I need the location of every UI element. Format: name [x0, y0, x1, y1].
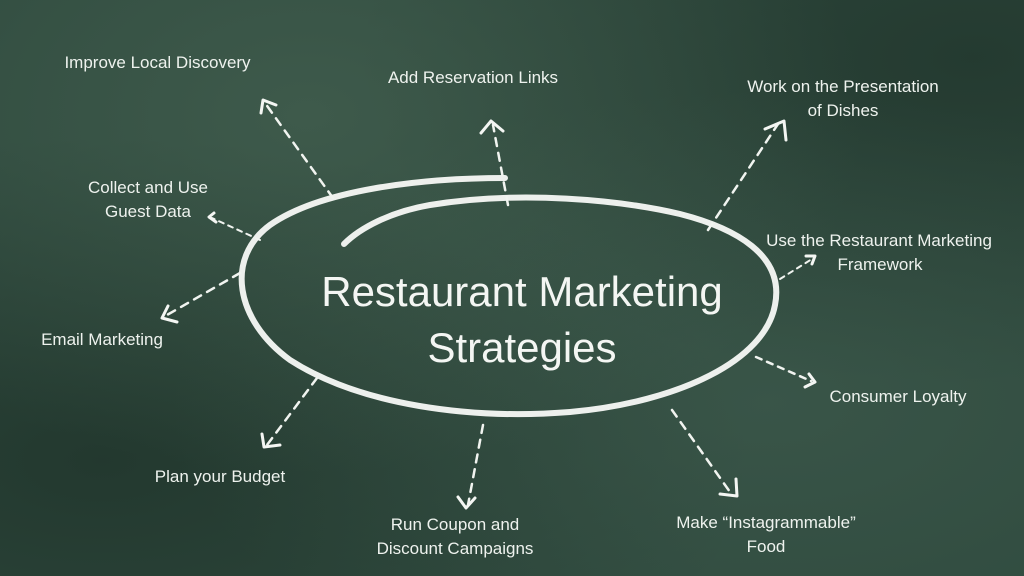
arrowhead-collect-guest-data: [207, 211, 218, 224]
arrow-add-reservation-links: [491, 123, 510, 207]
arrow-consumer-loyalty: [754, 355, 813, 383]
arrowhead-improve-local-discovery: [259, 98, 278, 115]
branch-instagrammable-food: Make “Instagrammable” Food: [648, 511, 884, 559]
central-topic: Restaurant Marketing Strategies: [262, 264, 782, 376]
branch-label-line: Discount Campaigns: [376, 539, 534, 558]
branch-label-line: Run Coupon and: [390, 515, 520, 534]
central-topic-line-1: Restaurant Marketing: [321, 268, 723, 315]
arrowhead-add-reservation-links: [479, 119, 505, 135]
branch-label-line: Add Reservation Links: [387, 68, 559, 87]
arrow-presentation-of-dishes: [706, 122, 780, 232]
branch-label-line: Guest Data: [105, 202, 191, 221]
branch-label-line: Consumer Loyalty: [829, 387, 967, 406]
branch-label-line: Use the Restaurant Marketing: [766, 231, 992, 250]
branch-label-line: Collect and Use: [87, 178, 208, 197]
branch-label-line: Email Marketing: [41, 330, 163, 349]
arrow-improve-local-discovery: [263, 101, 335, 200]
arrowhead-presentation-of-dishes: [763, 119, 788, 142]
branch-label-line: Plan your Budget: [154, 467, 286, 486]
branch-label-line: of Dishes: [807, 101, 879, 120]
branch-marketing-framework: Use the Restaurant Marketing Framework: [742, 229, 1016, 277]
branch-add-reservation-links: Add Reservation Links: [362, 66, 584, 90]
branch-improve-local-discovery: Improve Local Discovery: [40, 51, 275, 75]
chalk-oval: [238, 175, 780, 418]
branch-consumer-loyalty: Consumer Loyalty: [812, 385, 984, 409]
arrow-marketing-framework: [779, 258, 813, 280]
branch-presentation-of-dishes: Work on the Presentation of Dishes: [720, 75, 966, 123]
arrowhead-consumer-loyalty: [803, 372, 817, 389]
branch-label-line: Food: [746, 537, 786, 556]
branch-plan-budget: Plan your Budget: [136, 465, 304, 489]
arrowhead-coupon-campaigns: [456, 495, 477, 510]
branch-label-line: Framework: [837, 255, 923, 274]
branch-label-line: Work on the Presentation: [747, 77, 939, 96]
arrow-email-marketing: [165, 271, 242, 317]
arrow-collect-guest-data: [211, 217, 261, 241]
branch-label-line: Improve Local Discovery: [64, 53, 251, 72]
central-topic-line-2: Strategies: [427, 324, 617, 371]
arrow-instagrammable-food: [670, 408, 732, 494]
arrow-coupon-campaigns: [466, 423, 485, 507]
branch-coupon-campaigns: Run Coupon and Discount Campaigns: [350, 513, 560, 561]
arrowhead-plan-budget: [260, 432, 282, 449]
arrowhead-email-marketing: [160, 304, 179, 324]
branch-email-marketing: Email Marketing: [22, 328, 182, 352]
branch-label-line: Make “Instagrammable”: [676, 513, 856, 532]
arrowhead-marketing-framework: [804, 254, 817, 266]
branch-collect-guest-data: Collect and Use Guest Data: [68, 176, 228, 224]
arrowhead-instagrammable-food: [718, 477, 739, 498]
arrow-plan-budget: [265, 376, 319, 447]
